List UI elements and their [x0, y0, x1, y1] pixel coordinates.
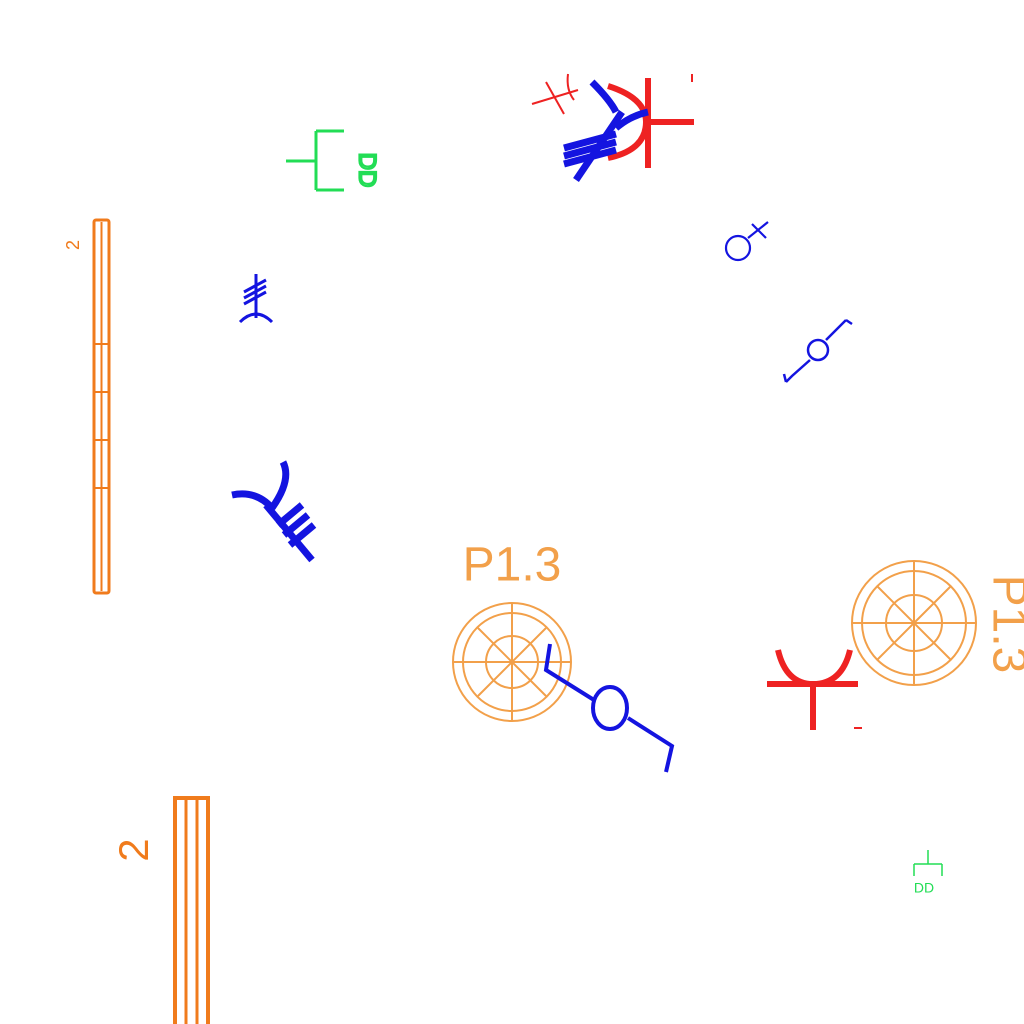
data-outlet-symbol-lower: [913, 850, 943, 876]
blue-tick-symbol-small: [238, 274, 274, 324]
orange-column-lower: [173, 796, 210, 1024]
column-number-upper: 2: [63, 240, 83, 250]
blue-switch-symbol-small: [724, 221, 769, 262]
blue-tick-symbol-large: [231, 460, 317, 563]
pile-label-center: P1.3: [463, 539, 562, 592]
receptacle-symbol-top: [607, 78, 694, 168]
dd-label-lower: DD: [914, 880, 934, 896]
blue-tick-symbol-top: [563, 79, 649, 182]
column-number-lower: 2: [110, 838, 157, 861]
small-red-tick-symbol: [531, 73, 579, 115]
blue-switch-symbol-large: [543, 643, 675, 773]
blue-switch-symbol-medium: [782, 318, 853, 383]
dd-label-upper: DD: [354, 153, 381, 188]
pile-label-right: P1.3: [982, 575, 1024, 674]
pile-symbol-center: [452, 602, 572, 722]
receptacle-symbol-lower: [767, 649, 858, 730]
orange-column-upper: [92, 218, 111, 595]
data-outlet-symbol-upper: [286, 129, 344, 192]
pile-symbol-right: [851, 560, 977, 686]
